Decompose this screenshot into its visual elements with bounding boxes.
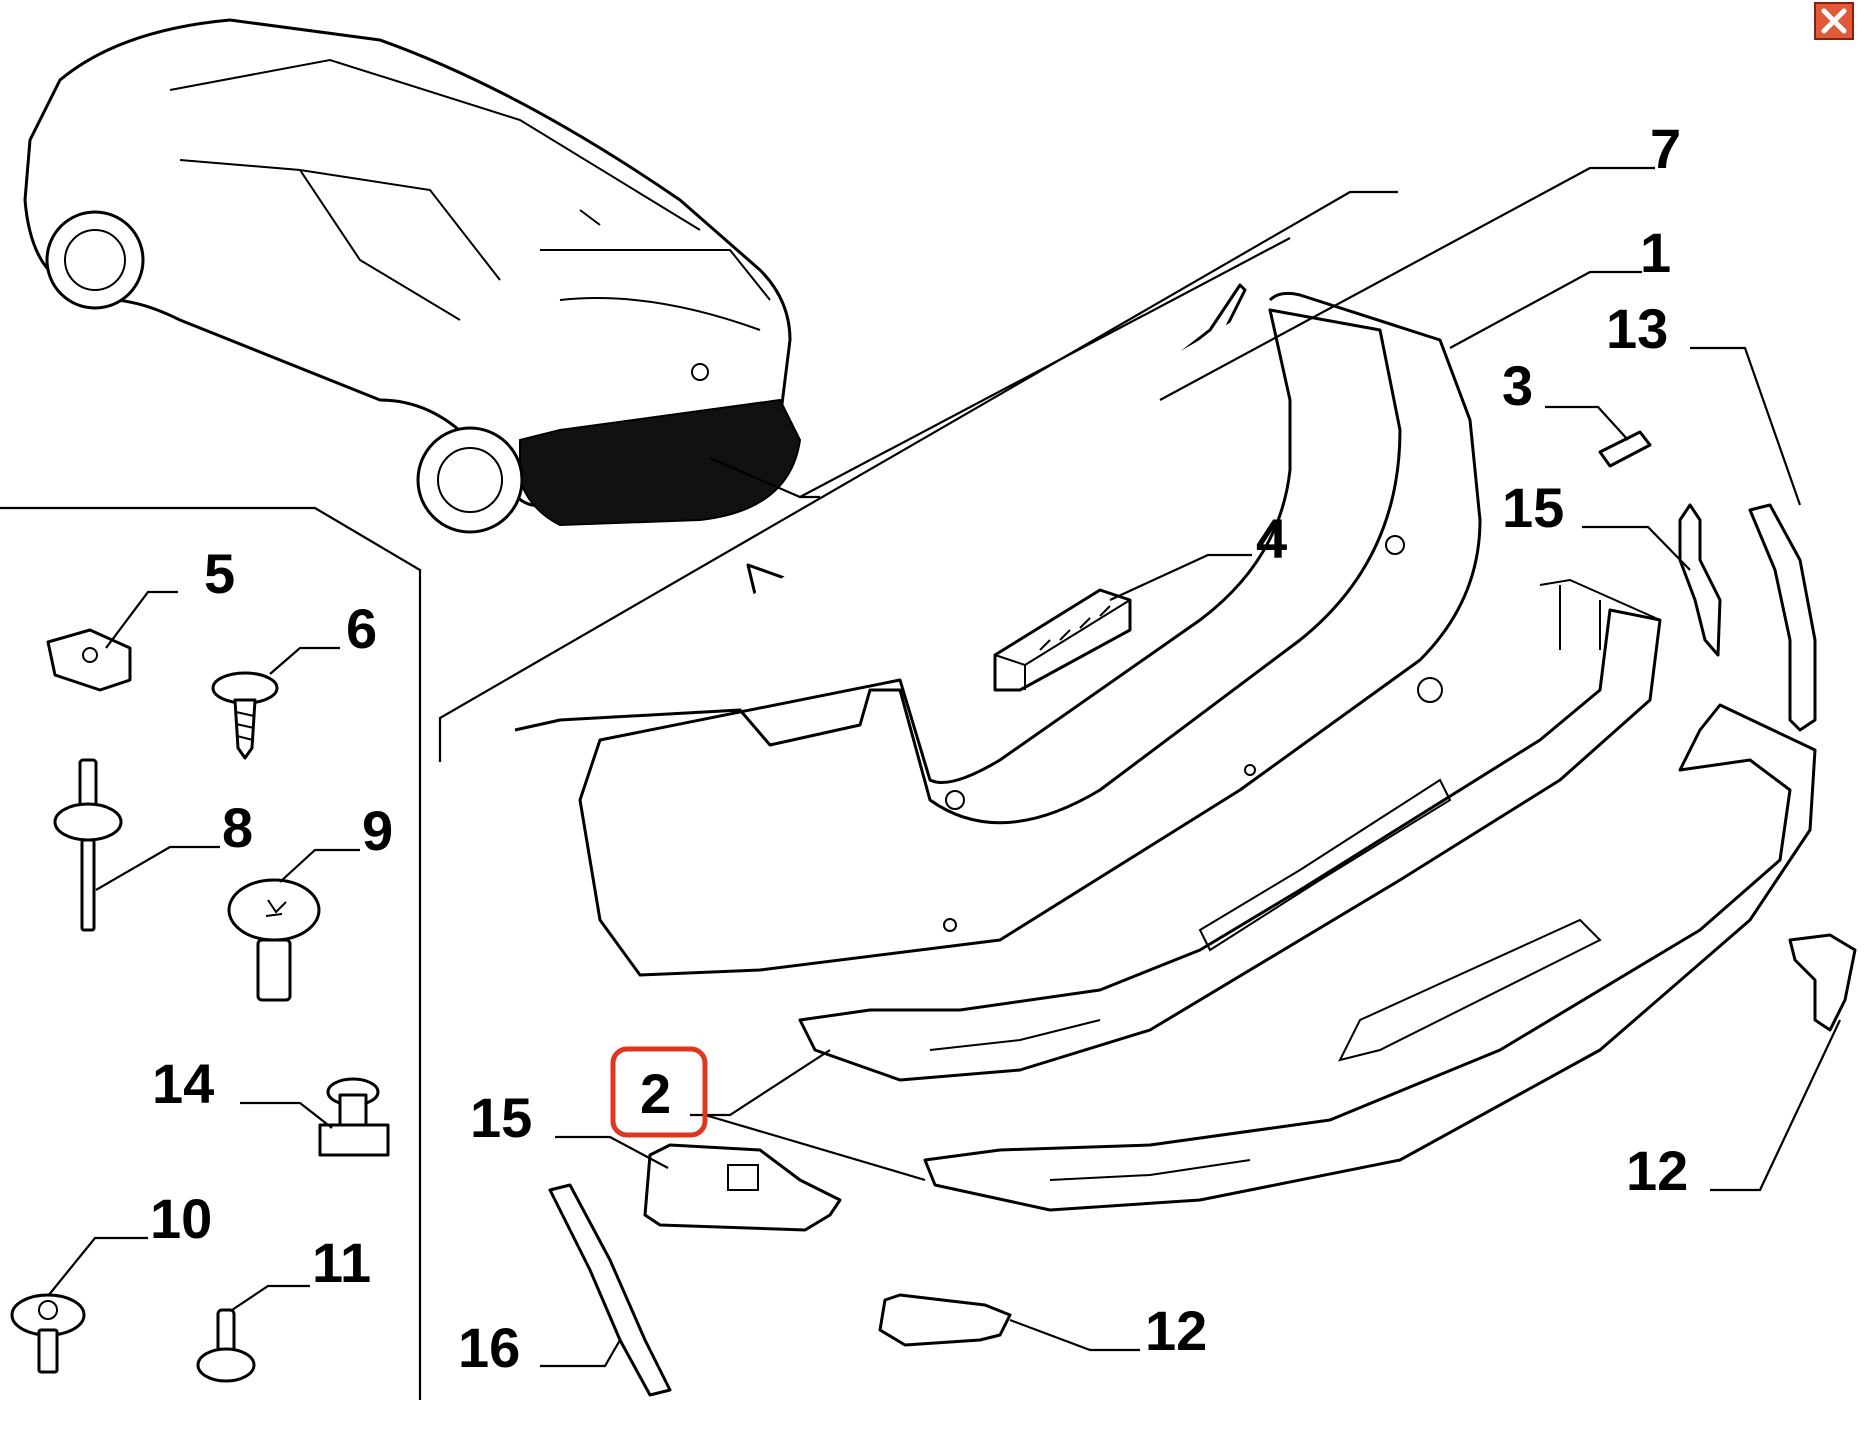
bumper-cover-part-1 (514, 291, 1482, 977)
foam-absorber-part-4 (993, 588, 1132, 692)
callout-5[interactable]: 5 (204, 542, 235, 605)
close-icon (1814, 2, 1854, 40)
nut-part-10 (10, 1293, 86, 1374)
assembly-frame (0, 190, 1398, 1400)
callout-13[interactable]: 13 (1606, 297, 1668, 360)
reflector-part-12-bottom (878, 1293, 1012, 1347)
callout-labels: 7 1 13 3 15 4 5 6 8 9 14 10 11 2 15 16 1… (150, 117, 1688, 1379)
callout-16[interactable]: 16 (458, 1316, 520, 1379)
diffuser-lower (923, 703, 1817, 1212)
leader-lines (47, 166, 1841, 1368)
callout-6[interactable]: 6 (346, 597, 377, 660)
callout-15-left[interactable]: 15 (470, 1086, 532, 1149)
stud-part-11 (196, 1308, 256, 1383)
push-clip-part-9 (227, 878, 321, 1002)
callout-14[interactable]: 14 (152, 1052, 214, 1115)
clip-part-5 (46, 628, 132, 692)
clip-part-14 (318, 1077, 390, 1157)
trim-strip-part-13 (1748, 503, 1817, 732)
callout-10[interactable]: 10 (150, 1187, 212, 1250)
callout-3[interactable]: 3 (1502, 354, 1533, 417)
callout-12-right[interactable]: 12 (1626, 1139, 1688, 1202)
callout-2[interactable]: 2 (640, 1062, 671, 1125)
callout-7[interactable]: 7 (1650, 117, 1681, 180)
callout-8[interactable]: 8 (222, 796, 253, 859)
rivet-part-8 (53, 758, 123, 932)
highlight-box (610, 1046, 708, 1138)
strip-part-16 (548, 1183, 672, 1397)
callout-1[interactable]: 1 (1640, 221, 1671, 284)
callout-15-right[interactable]: 15 (1502, 476, 1564, 539)
car-overview (23, 18, 802, 534)
bracket-part-15-left (643, 1143, 842, 1232)
callout-11[interactable]: 11 (312, 1231, 371, 1294)
screw-part-6 (211, 671, 279, 760)
close-button[interactable] (1814, 2, 1854, 40)
side-bracket-part-15-right (1678, 503, 1722, 657)
callout-4[interactable]: 4 (1256, 507, 1287, 570)
callout-9[interactable]: 9 (362, 799, 393, 862)
diffuser-upper (798, 578, 1662, 1082)
reflector-part-12-right (1788, 933, 1857, 1032)
callout-12-bottom[interactable]: 12 (1145, 1299, 1207, 1362)
